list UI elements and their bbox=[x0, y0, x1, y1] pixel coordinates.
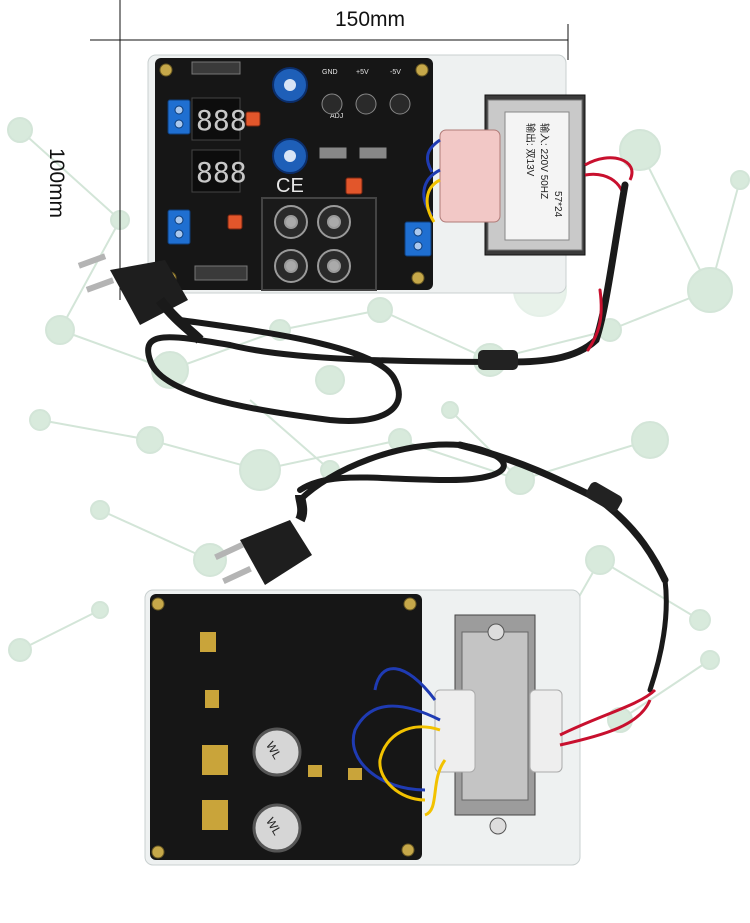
gold-pads bbox=[200, 632, 362, 830]
rail-labels: GND +5V -5V ADJ bbox=[322, 69, 401, 120]
top-transformer: 输入: 220V 50HZ 输出: 双13V 57*24 bbox=[439, 94, 586, 256]
dimension-lines bbox=[90, 0, 569, 300]
bottom-transformer-wires bbox=[351, 667, 657, 817]
top-transformer-wires bbox=[422, 138, 634, 223]
svg-text:-5V: -5V bbox=[390, 69, 401, 76]
voltage-regulators bbox=[319, 93, 411, 159]
bottom-transformer bbox=[434, 614, 563, 835]
red-buttons bbox=[227, 111, 363, 230]
screw-terminals bbox=[167, 99, 432, 257]
ce-mark: CE bbox=[276, 175, 304, 197]
svg-text:ADJ: ADJ bbox=[330, 113, 343, 120]
network-background bbox=[7, 117, 750, 733]
seven-segment-displays: 888 888 bbox=[191, 97, 247, 193]
pin-header-bottom bbox=[194, 265, 248, 281]
bottom-pcb bbox=[150, 594, 422, 860]
height-dimension-label: 100mm bbox=[45, 148, 68, 219]
bottom-cable-strain-relief bbox=[585, 482, 623, 512]
bottom-mounting-screws bbox=[151, 597, 417, 859]
transformer-model: 57*24 bbox=[552, 191, 563, 218]
top-capacitors bbox=[261, 197, 377, 291]
svg-text:888: 888 bbox=[196, 156, 247, 189]
top-power-cable bbox=[145, 181, 629, 424]
transformer-label-line1: 输入: 220V 50HZ bbox=[538, 123, 551, 199]
pin-header-top bbox=[191, 61, 241, 75]
svg-text:888: 888 bbox=[196, 104, 247, 137]
width-dimension-label: 150mm bbox=[335, 8, 406, 31]
adjust-knobs bbox=[272, 67, 308, 174]
transformer-label-line2: 输出: 双13V bbox=[524, 123, 537, 177]
svg-text:+5V: +5V bbox=[356, 69, 369, 76]
top-plug bbox=[77, 253, 204, 344]
bottom-plug bbox=[214, 494, 312, 585]
top-cable-strain-relief bbox=[478, 350, 518, 370]
bottom-potentiometers: WL WL bbox=[252, 727, 302, 853]
svg-text:GND: GND bbox=[322, 69, 338, 76]
